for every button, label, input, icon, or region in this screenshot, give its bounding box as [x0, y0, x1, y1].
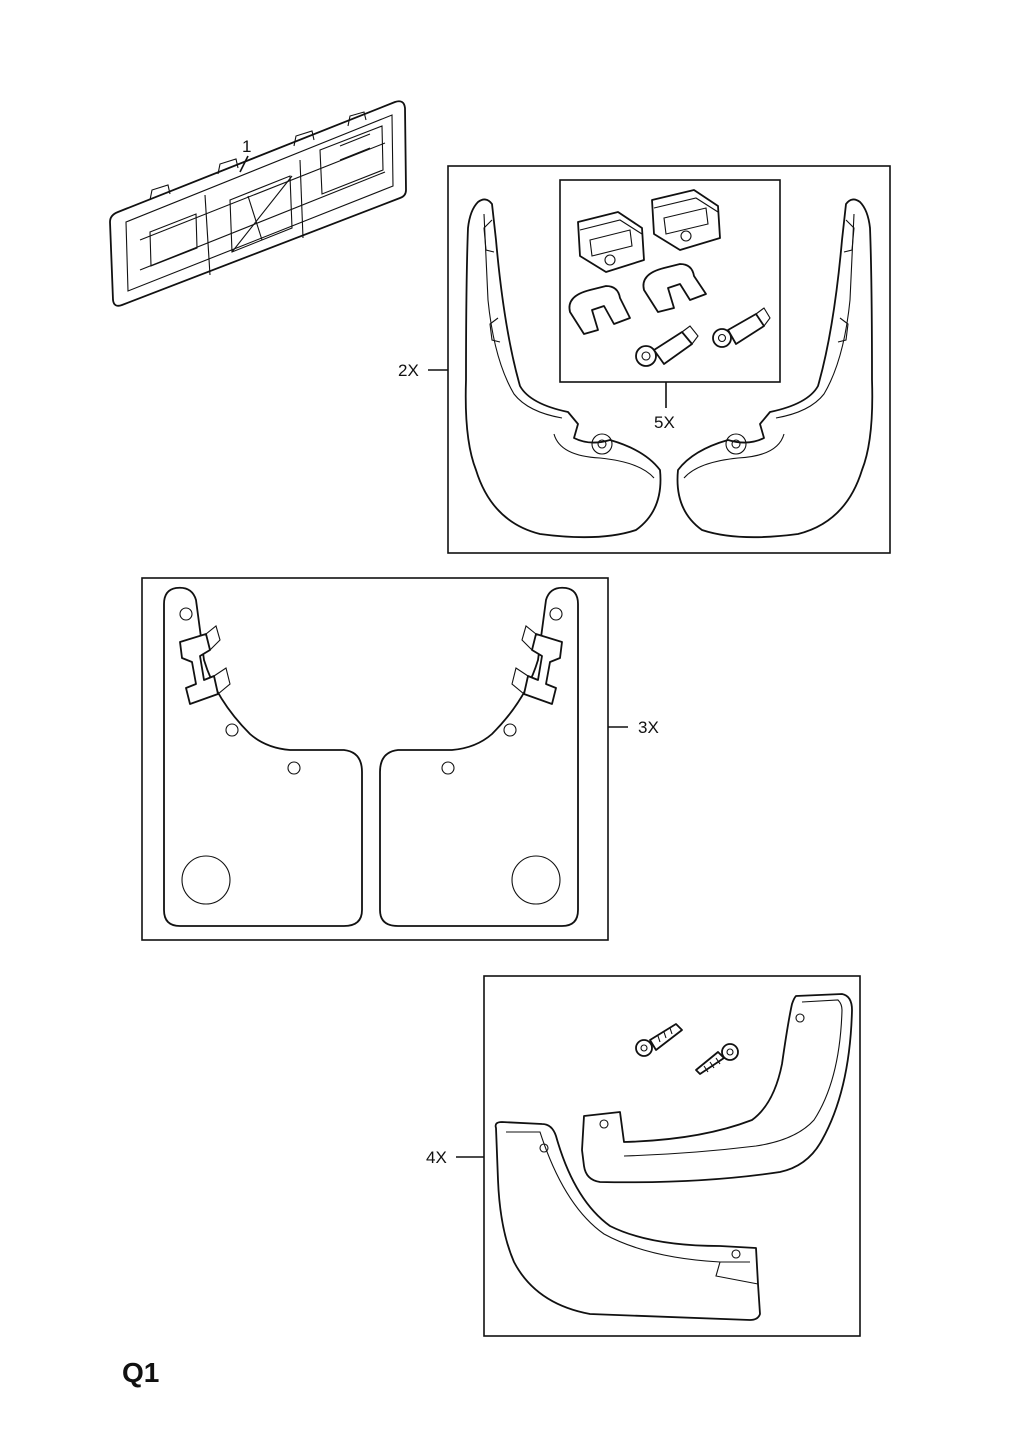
item-3-label: 3X [638, 718, 659, 737]
item-5-frame [559, 179, 781, 383]
item-4-label: 4X [426, 1148, 447, 1167]
rear-mud-flap-upper [581, 993, 853, 1184]
page-code: Q1 [122, 1357, 159, 1388]
item-5-label: 5X [654, 413, 675, 432]
item-1-label: 1 [242, 137, 251, 156]
item-2-frame [447, 165, 891, 554]
item-2-label: 2X [398, 361, 419, 380]
flat-mud-flap-left [163, 586, 363, 927]
item-3-frame [141, 577, 609, 941]
item-4-frame [483, 975, 861, 1337]
fixing-clips [568, 189, 771, 367]
front-mud-flap-left [464, 198, 662, 539]
flat-mud-flap-right [379, 586, 579, 927]
mud-flap-screws [635, 1023, 739, 1075]
number-plate-holder [109, 100, 407, 307]
rear-mud-flap-lower [494, 1121, 761, 1321]
front-mud-flap-right [676, 198, 874, 539]
